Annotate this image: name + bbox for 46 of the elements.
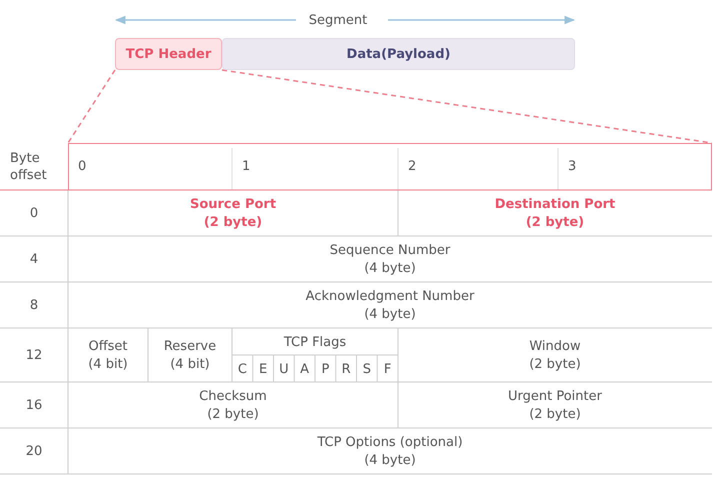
byte-offset: 16 <box>24 396 44 414</box>
zoom-line <box>222 69 712 144</box>
field-size: (4 byte) <box>363 306 417 323</box>
byte-offset: 4 <box>28 250 40 268</box>
field-name: TCP Options (optional) <box>316 434 464 451</box>
field-name: Checksum <box>198 388 268 405</box>
table-frame <box>68 143 712 190</box>
flag-letter: U <box>278 360 290 378</box>
field-size: (2 byte) <box>202 214 264 231</box>
byte-offset: 8 <box>28 296 40 314</box>
field-size: (2 byte) <box>528 356 582 373</box>
field-name: Sequence Number <box>328 242 452 259</box>
byte-offset: 20 <box>24 442 44 460</box>
field-name: TCP Flags <box>282 334 348 352</box>
field-size: (4 byte) <box>363 260 417 277</box>
byte-offset: 0 <box>28 204 40 222</box>
byte-number: 0 <box>77 158 88 176</box>
field-name: Reserve <box>162 338 218 355</box>
flag-letter: E <box>258 360 268 378</box>
field-size: (2 byte) <box>524 214 586 231</box>
flag-letter: P <box>320 360 330 378</box>
field-name: Window <box>528 338 582 355</box>
field-name: Urgent Pointer <box>507 388 603 405</box>
byte-number: 1 <box>241 158 252 176</box>
segment-label: Segment <box>308 12 368 30</box>
field-name: Source Port <box>188 196 278 213</box>
flag-letter: C <box>236 360 248 378</box>
payload-box: Data(Payload) <box>222 38 575 70</box>
zoom-line <box>67 70 116 144</box>
field-name: Acknowledgment Number <box>304 288 476 305</box>
column-heading: Byte offset <box>9 150 48 184</box>
field-size: (4 byte) <box>363 452 417 469</box>
flag-letter: F <box>382 360 392 378</box>
byte-offset: 12 <box>24 346 44 364</box>
field-size: (2 byte) <box>206 406 260 423</box>
field-size: (4 bit) <box>87 356 129 373</box>
byte-number: 2 <box>407 158 418 176</box>
flag-letter: A <box>299 360 310 378</box>
byte-number: 3 <box>567 158 578 176</box>
flag-letter: S <box>362 360 372 378</box>
flag-letter: R <box>340 360 352 378</box>
field-size: (2 byte) <box>528 406 582 423</box>
field-name: Destination Port <box>494 196 616 213</box>
header-box: TCP Header <box>115 38 222 70</box>
field-size: (4 bit) <box>169 356 211 373</box>
field-name: Offset <box>87 338 129 355</box>
